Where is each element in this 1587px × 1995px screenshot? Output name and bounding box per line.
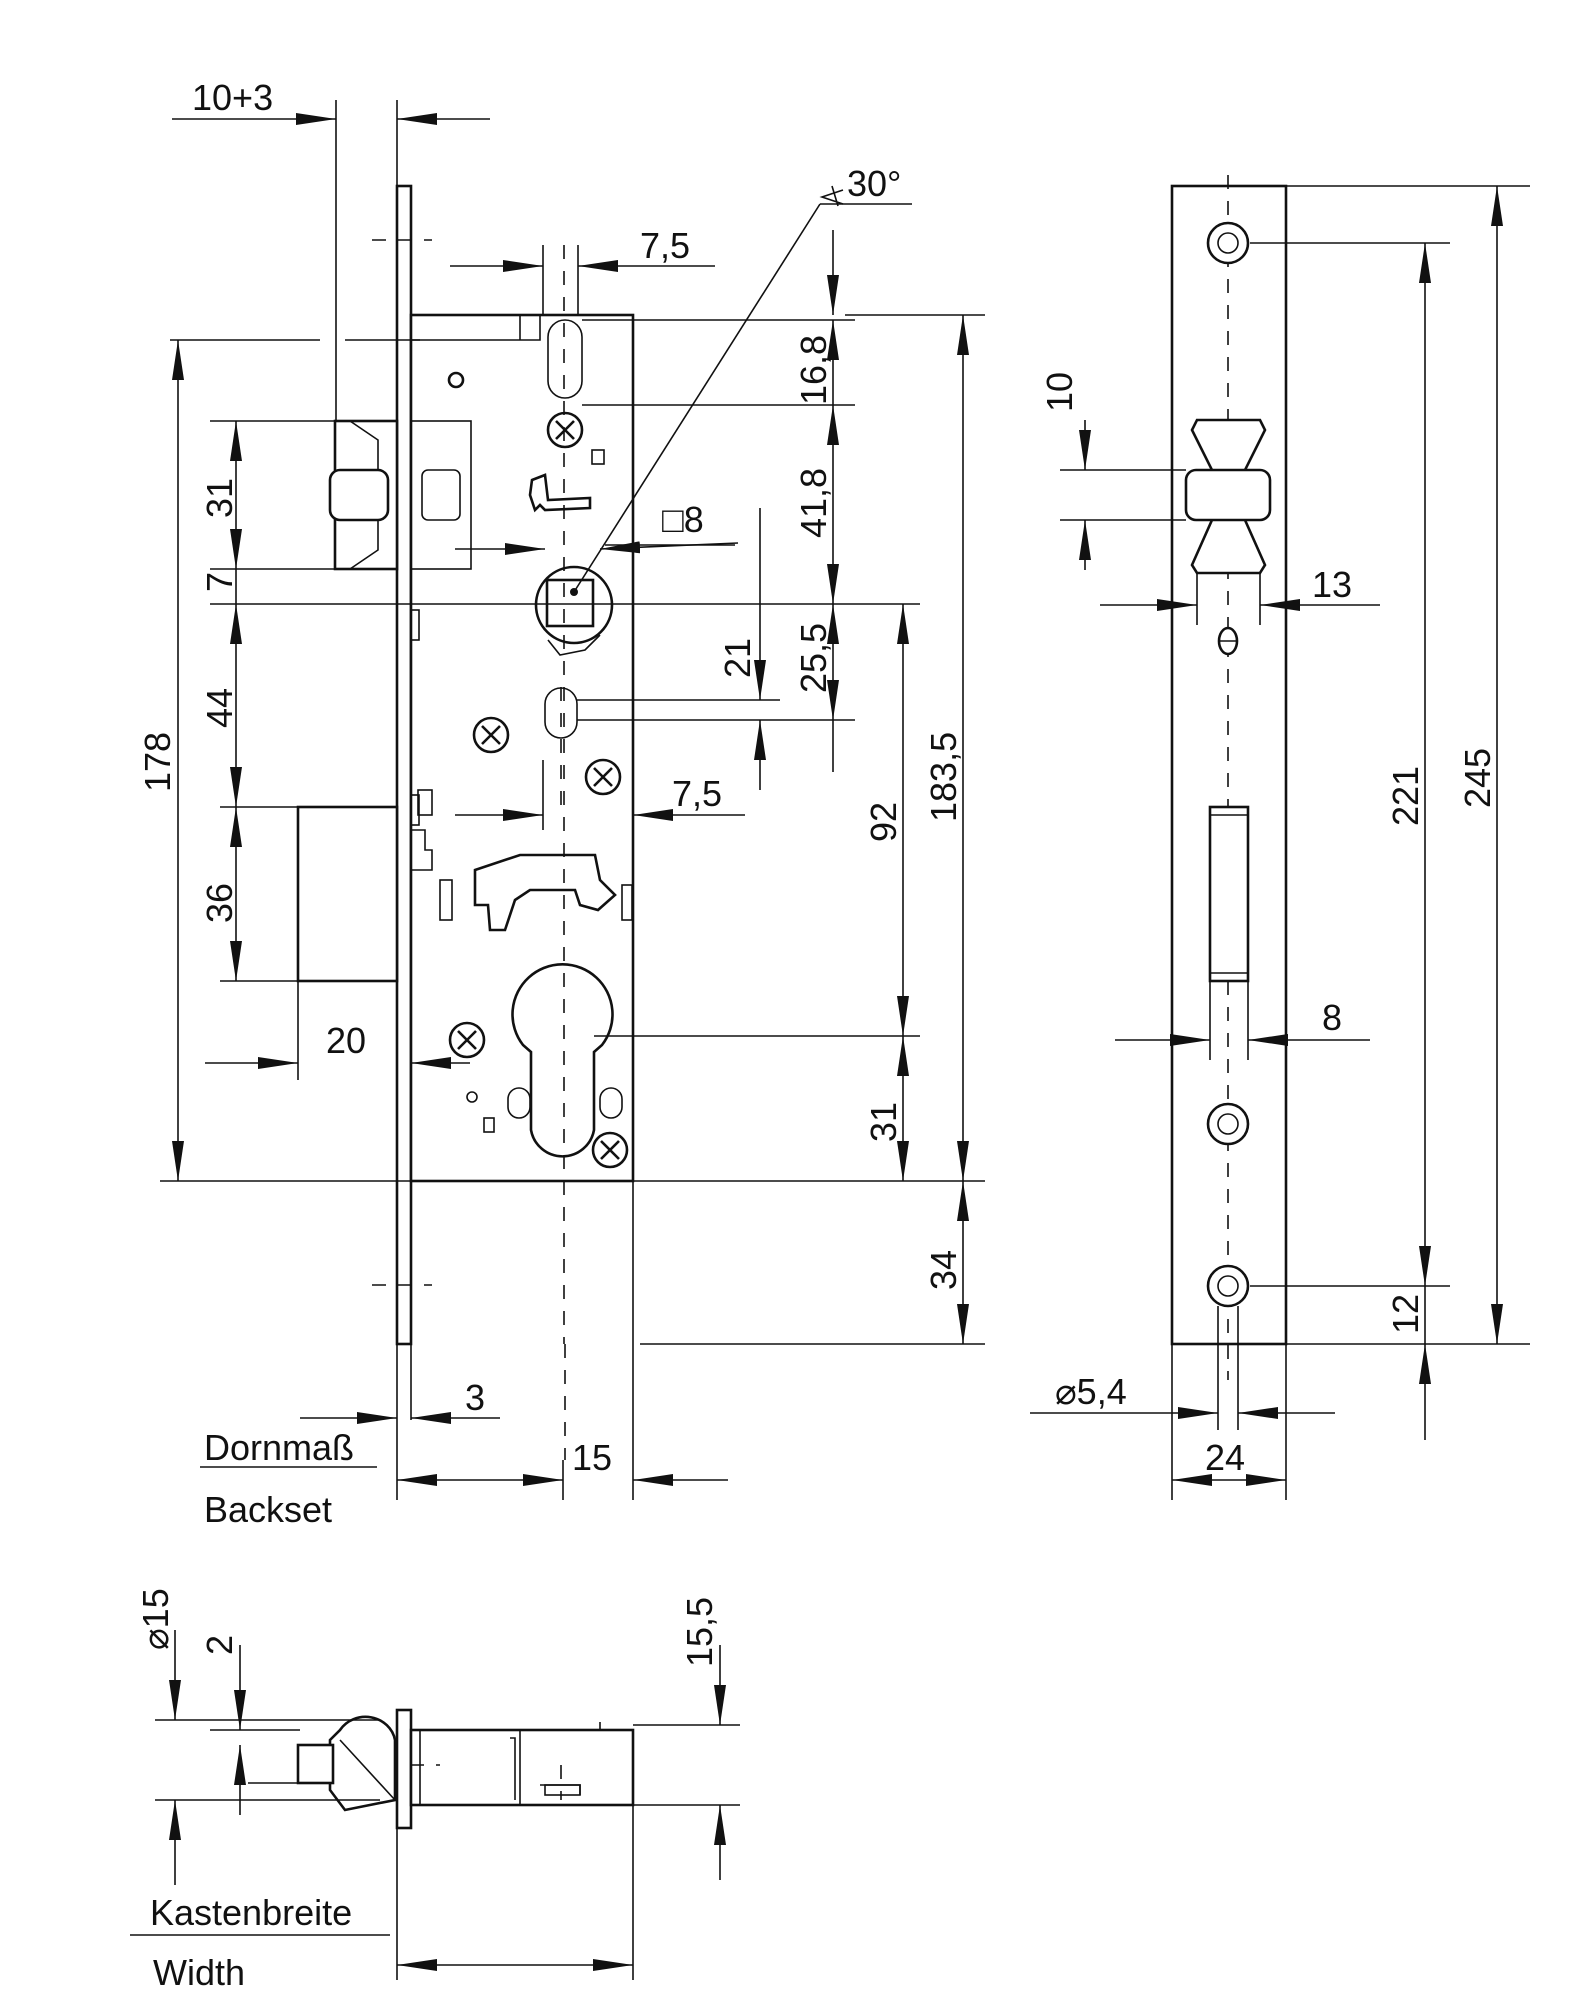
dim-15,5: 15,5 — [679, 1597, 720, 1667]
dim-44: 44 — [199, 688, 240, 728]
label-backset: Backset — [204, 1489, 332, 1530]
dim-3: 3 — [465, 1377, 485, 1418]
top-faceplate — [395, 1708, 413, 1830]
label-dornmass: Dornmaß — [204, 1427, 354, 1468]
dim-7-left: 7 — [199, 572, 240, 592]
follower-hub — [534, 565, 614, 656]
dim-34: 34 — [923, 1250, 964, 1290]
latch-bolt — [328, 419, 472, 571]
dim-angle-30: 30° — [847, 163, 901, 204]
dim-13-face: 13 — [1312, 564, 1352, 605]
dim-31-cyl: 31 — [863, 1102, 904, 1142]
dim-31-latch: 31 — [199, 478, 240, 518]
dim-178: 178 — [137, 732, 178, 792]
angle-icon — [819, 185, 844, 207]
dim-183,5: 183,5 — [923, 732, 964, 822]
faceplate-hole-bottom — [1206, 1264, 1250, 1308]
angle-leader — [573, 203, 821, 593]
dim-10-face: 10 — [1039, 372, 1080, 412]
dead-bolt — [296, 805, 399, 983]
bolt-mechanism — [411, 789, 633, 932]
dim-20: 20 — [326, 1020, 366, 1061]
dim-square-8: □8 — [662, 499, 704, 540]
faceplate-screw — [1217, 626, 1239, 656]
screws — [448, 411, 629, 1169]
upper-slot — [547, 319, 583, 399]
dim-2: 2 — [199, 1635, 240, 1655]
front-faceplate — [395, 184, 413, 1346]
top-case — [409, 1728, 635, 1807]
dim-221: 221 — [1385, 766, 1426, 826]
cylinder-cutout — [511, 963, 614, 1158]
dim-16,8: 16,8 — [793, 335, 834, 405]
dim-12: 12 — [1385, 1294, 1426, 1334]
dim-10+3: 10+3 — [192, 77, 273, 118]
dim-25,5: 25,5 — [793, 623, 834, 693]
dim-24: 24 — [1205, 1437, 1245, 1478]
faceplate — [1170, 184, 1288, 1346]
dim-92: 92 — [863, 802, 904, 842]
dim-15: 15 — [572, 1437, 612, 1478]
dim-36: 36 — [199, 883, 240, 923]
dim-245: 245 — [1457, 748, 1498, 808]
faceplate-view: 10 13 8 221 245 12 ⌀5,4 24 — [1030, 175, 1530, 1500]
label-width: Width — [153, 1952, 245, 1993]
dim-21: 21 — [717, 638, 758, 678]
faceplate-bolt-slot — [1208, 805, 1250, 983]
front-view: 10+3 7,5 30° □8 16,8 41,8 25,5 21 7,5 31… — [137, 77, 985, 1530]
dim-diameter-15: ⌀15 — [135, 1588, 176, 1650]
dim-41,8: 41,8 — [793, 468, 834, 538]
dim-7,5-lower: 7,5 — [672, 773, 722, 814]
label-kastenbreite: Kastenbreite — [150, 1892, 352, 1933]
dim-diameter-5,4: ⌀5,4 — [1055, 1371, 1127, 1412]
lock-body — [409, 313, 635, 1183]
top-view: ⌀15 2 15,5 Kastenbreite Width — [130, 1588, 740, 1993]
faceplate-hole-top — [1206, 221, 1250, 265]
faceplate-hole-middle — [1206, 1102, 1250, 1146]
dim-7,5-top: 7,5 — [640, 225, 690, 266]
dim-8-face: 8 — [1322, 997, 1342, 1038]
